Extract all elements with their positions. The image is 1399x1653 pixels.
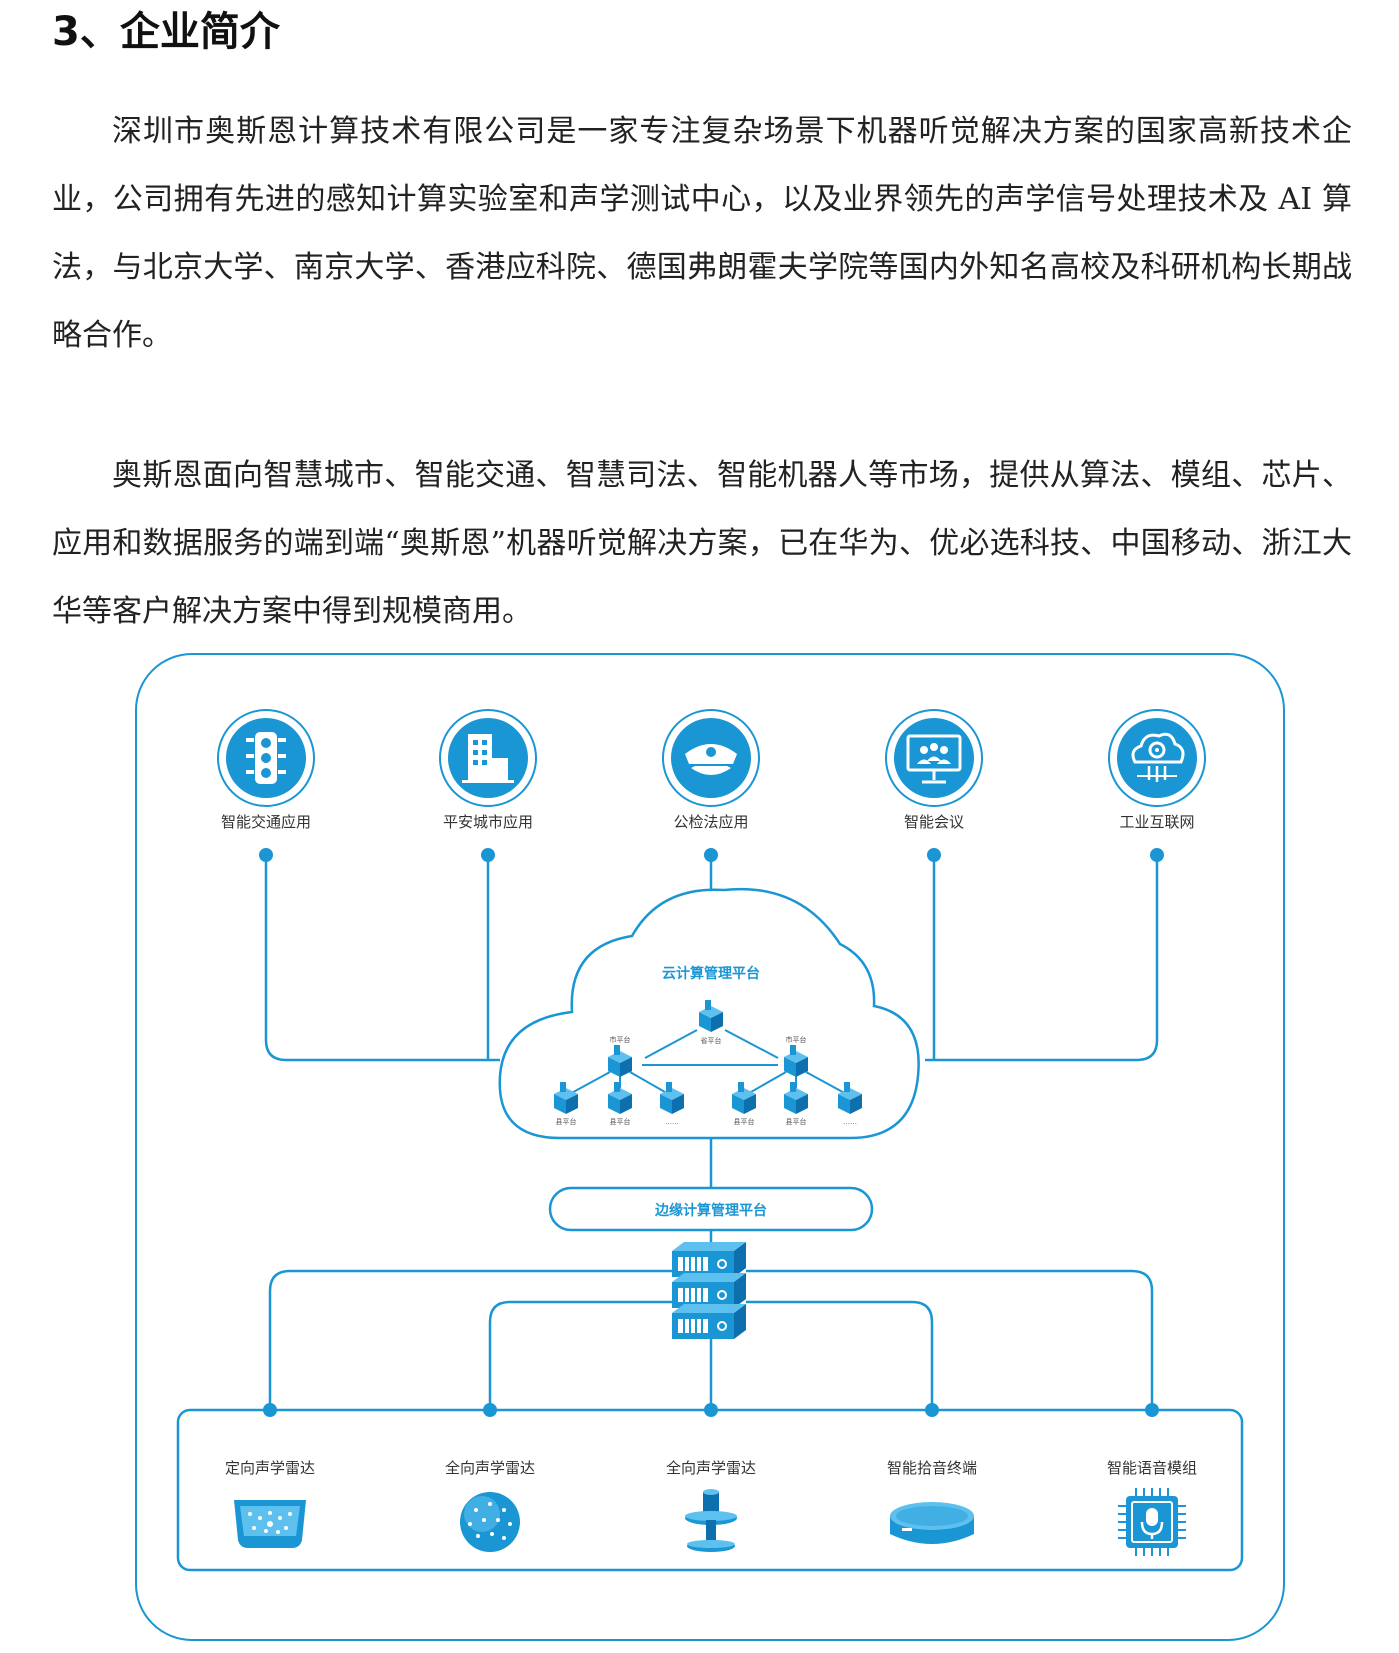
edge-connectors [268,1138,1154,1408]
cloud-more-label: …… [843,1118,857,1126]
meeting-screen-icon [906,734,962,784]
sphere-radar-icon [460,1492,520,1552]
cloud-gear-icon [1131,732,1185,782]
app-traffic [217,709,315,807]
cloud-title: 云计算管理平台 [662,965,760,982]
cloud-county-label: 县平台 [556,1117,577,1126]
cloud-county-label: 县平台 [734,1117,755,1126]
devices-panel [176,1408,1244,1572]
cloud-county-label: 县平台 [786,1117,807,1126]
traffic-light-icon [246,732,286,784]
section-heading: 3、企业简介 [52,9,280,55]
device-label-module: 智能语音模组 [1107,1459,1197,1477]
app-connectors [264,855,1159,1062]
diagram-frame [135,653,1285,1641]
app-city [439,709,537,807]
app-justice [662,709,760,807]
edge-platform: 边缘计算管理平台 [548,1186,874,1232]
pole-radar-icon [685,1489,737,1552]
building-icon [462,734,514,783]
directional-radar-icon [234,1500,306,1548]
app-industrial [1108,709,1206,807]
app-label-meeting: 智能会议 [904,813,964,831]
device-label-pole: 全向声学雷达 [666,1459,756,1477]
device-label-terminal: 智能拾音终端 [887,1459,977,1477]
cloud-more-label: …… [665,1118,679,1126]
device-label-sphere: 全向声学雷达 [445,1459,535,1477]
app-label-justice: 公检法应用 [673,813,748,831]
cloud-county-label: 县平台 [610,1117,631,1126]
app-meeting [885,709,983,807]
cloud-platform: 云计算管理平台 省平台 市平台 市平台 县平台 县平台 …… 县平台 [498,887,920,1140]
app-label-industrial: 工业互联网 [1119,813,1194,831]
puck-terminal-icon [890,1502,974,1544]
voice-chip-icon [1118,1488,1186,1556]
intro-paragraph-2: 奥斯恩面向智慧城市、智能交通、智慧司法、智能机器人等市场，提供从算法、模组、芯片… [52,458,1352,629]
edge-title: 边缘计算管理平台 [654,1202,767,1219]
device-label-directional: 定向声学雷达 [225,1459,315,1477]
app-label-city: 平安城市应用 [443,813,533,831]
app-label-traffic: 智能交通应用 [221,813,311,831]
cloud-city-label-left: 市平台 [610,1035,631,1044]
cloud-city-label-right: 市平台 [786,1035,807,1044]
intro-paragraph-1: 深圳市奥斯恩计算技术有限公司是一家专注复杂场景下机器听觉解决方案的国家高新技术企… [52,114,1352,353]
server-rack-icon [671,1241,747,1340]
cloud-province-label: 省平台 [701,1036,722,1045]
police-cap-icon [685,744,737,775]
